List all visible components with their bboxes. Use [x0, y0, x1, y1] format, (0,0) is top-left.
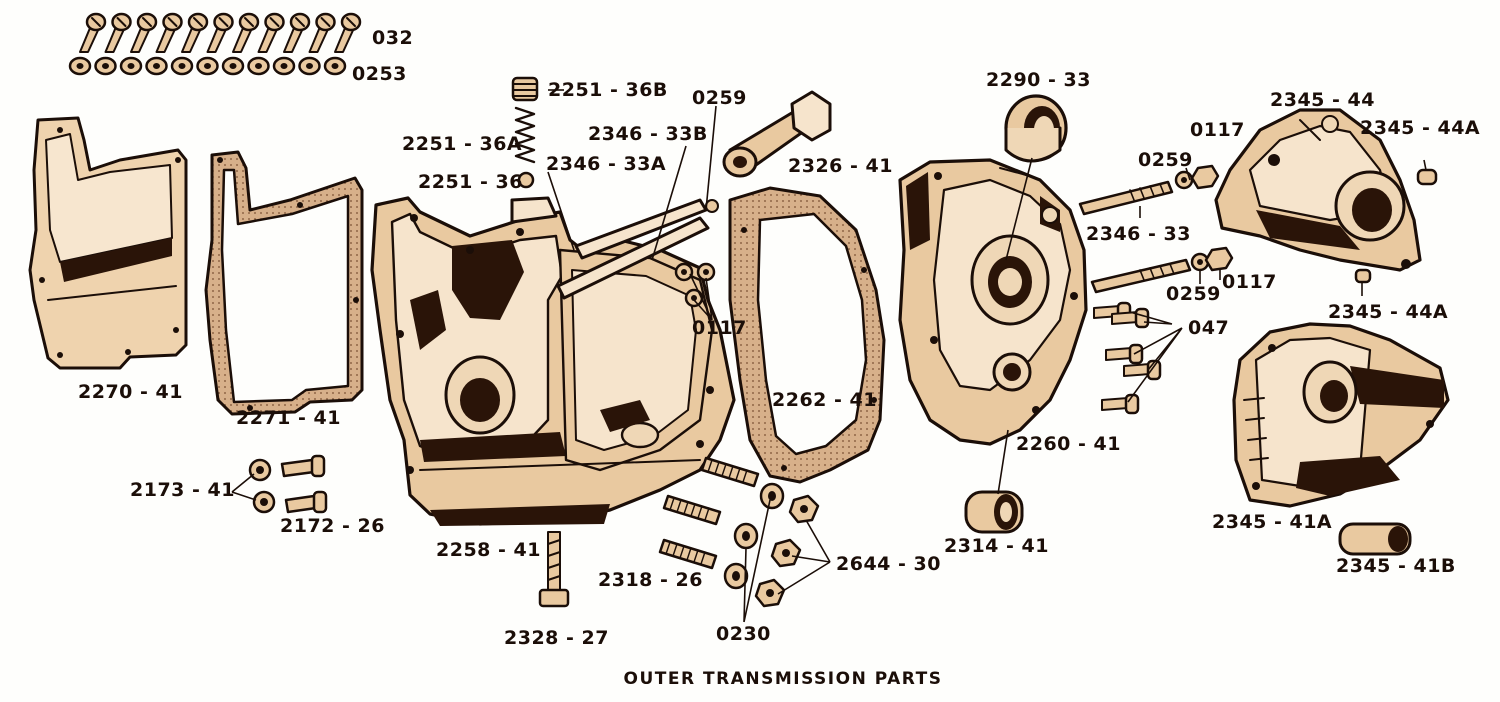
screw	[257, 12, 285, 53]
screw	[130, 12, 158, 53]
stud	[700, 456, 760, 488]
label-2345-44a-top: 2345 - 44A	[1360, 117, 1480, 139]
label-2346-33b: 2346 - 33B	[588, 123, 708, 145]
label-0117-left: 0117	[692, 317, 747, 339]
washer	[272, 56, 296, 76]
label-0259-top: 0259	[692, 87, 747, 109]
gasket-2271-41	[204, 150, 364, 416]
washer-row-0253	[68, 56, 347, 76]
washer	[323, 56, 347, 76]
label-2345-44: 2345 - 44	[1270, 89, 1375, 111]
studs-2318-26	[658, 456, 760, 570]
label-0117-top: 0117	[1190, 119, 1245, 141]
washer	[145, 56, 168, 76]
part-labels: 032 0253 2251 - 36B 0259 2251 - 36A 2346…	[78, 27, 1480, 649]
studs-2346-33	[1078, 164, 1234, 294]
washer	[68, 56, 92, 76]
screw	[334, 12, 362, 53]
washer	[94, 56, 117, 76]
bolt	[1123, 359, 1162, 381]
plugs-2345-44a	[1354, 168, 1438, 284]
label-2173-41: 2173 - 41	[130, 479, 235, 501]
label-0117-mid: 0117	[1222, 271, 1277, 293]
screw	[181, 12, 209, 53]
label-2314-41: 2314 - 41	[944, 535, 1049, 557]
label-2251-36b: 2251 - 36B	[548, 79, 668, 101]
bushing-2345-41b	[1338, 522, 1412, 556]
spring-stack-2251-36	[511, 76, 539, 189]
label-2346-33: 2346 - 33	[1086, 223, 1191, 245]
bolt	[1101, 393, 1140, 415]
washers-0230	[723, 482, 785, 590]
washers-0117-left	[674, 262, 716, 308]
stud	[662, 494, 722, 526]
screw	[283, 12, 311, 53]
washer	[298, 56, 321, 76]
label-2271-41: 2271 - 41	[236, 407, 341, 429]
screw	[79, 12, 107, 53]
shift-lever-2326-41	[722, 90, 832, 178]
label-0230: 0230	[716, 623, 771, 645]
label-032: 032	[372, 27, 413, 49]
label-2644-30: 2644 - 30	[836, 553, 941, 575]
label-0259-mid: 0259	[1138, 149, 1193, 171]
rear-cover-2260-41	[898, 158, 1088, 446]
label-2258-41: 2258 - 41	[436, 539, 541, 561]
label-2345-44a-low: 2345 - 44A	[1328, 301, 1448, 323]
leader-lines	[231, 89, 1427, 623]
screw	[155, 12, 183, 53]
gasket-2262-41	[728, 186, 886, 484]
label-2345-41b: 2345 - 41B	[1336, 555, 1456, 577]
label-0253: 0253	[352, 63, 407, 85]
label-2346-33a: 2346 - 33A	[546, 153, 666, 175]
screw	[232, 12, 260, 53]
label-2270-41: 2270 - 41	[78, 381, 183, 403]
screw	[104, 12, 132, 53]
label-2251-36a: 2251 - 36A	[402, 133, 522, 155]
transmission-case-2258-41	[370, 196, 736, 608]
housing-2345-44	[1214, 108, 1422, 272]
label-047: 047	[1188, 317, 1229, 339]
washer	[196, 56, 219, 76]
screws-2172-26	[280, 454, 328, 514]
bolts-047	[1093, 301, 1162, 415]
oil-seal-2290-33	[1004, 94, 1068, 163]
nuts-2644-30	[754, 494, 820, 608]
label-2251-36: 2251 - 36	[418, 171, 523, 193]
label-2262-41: 2262 - 41	[772, 389, 877, 411]
label-0259-low: 0259	[1166, 283, 1221, 305]
cover-plate-2270-41	[28, 116, 188, 370]
screw-row-032	[79, 12, 362, 53]
washers-2173-41	[248, 458, 276, 514]
screw	[308, 12, 336, 53]
diagram-title: OUTER TRANSMISSION PARTS	[624, 669, 943, 689]
screw	[206, 12, 234, 53]
label-2345-41a: 2345 - 41A	[1212, 511, 1332, 533]
washer	[247, 56, 270, 76]
label-2260-41: 2260 - 41	[1016, 433, 1121, 455]
label-2318-26: 2318 - 26	[598, 569, 703, 591]
washer	[119, 56, 143, 76]
housing-2345-41a	[1232, 322, 1450, 508]
label-2328-27: 2328 - 27	[504, 627, 609, 649]
washer	[170, 56, 194, 76]
label-2326-41: 2326 - 41	[788, 155, 893, 177]
stud	[658, 538, 718, 570]
washer	[221, 56, 245, 76]
bushing-2314-41	[964, 490, 1024, 534]
label-2172-26: 2172 - 26	[280, 515, 385, 537]
bolt	[1105, 343, 1144, 365]
label-2290-33: 2290 - 33	[986, 69, 1091, 91]
